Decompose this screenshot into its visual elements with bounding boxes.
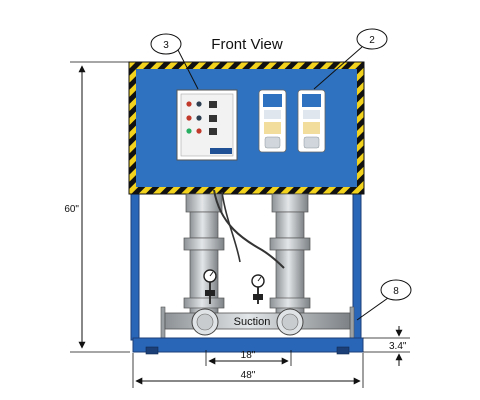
display-icon	[263, 94, 282, 107]
switch-icon	[209, 128, 217, 135]
callout-label-frame: 8	[393, 286, 399, 297]
dimension-base-height	[363, 326, 410, 366]
dimension-base-height-label: 3.4"	[389, 341, 407, 352]
dimension-height	[70, 61, 130, 353]
callout-leader-vfd	[313, 46, 363, 90]
power-cable	[213, 189, 285, 269]
indicator-light-icon	[186, 101, 192, 107]
dimension-pump-spacing-label: 18"	[241, 350, 256, 361]
nameplate	[210, 148, 232, 154]
dimension-width-label: 48"	[241, 370, 256, 381]
control-panel	[128, 61, 365, 195]
pressure-gauge-icon	[251, 274, 265, 304]
pump-left	[183, 193, 225, 321]
diagram-title: Front View	[211, 36, 283, 53]
callout-bubble-frame	[380, 279, 412, 301]
dimension-pump-spacing	[205, 350, 292, 366]
callout-leader-frame	[356, 297, 389, 321]
callout-label-controller: 3	[163, 40, 169, 51]
callout-bubble-controller	[150, 33, 182, 55]
switch-icon	[209, 101, 217, 108]
indicator-light-icon	[186, 128, 192, 134]
dimension-width	[132, 353, 364, 388]
mounting-foot	[145, 346, 159, 355]
indicator-light-icon	[186, 115, 192, 121]
flange-left	[191, 308, 219, 336]
indicator-light-icon	[196, 128, 202, 134]
indicator-light-icon	[196, 115, 202, 121]
suction-label: Suction	[234, 316, 271, 328]
dimension-height-label: 60"	[64, 204, 79, 215]
pump-right	[269, 193, 311, 321]
vfd-unit-left	[258, 89, 287, 153]
callout-label-vfd: 2	[369, 35, 375, 46]
display-icon	[302, 94, 321, 107]
callout-bubble-vfd	[356, 28, 388, 50]
callout-leader-controller	[177, 49, 199, 90]
controller-enclosure	[176, 89, 238, 161]
indicator-light-icon	[196, 101, 202, 107]
base-frame	[132, 337, 364, 353]
power-cable	[221, 191, 241, 263]
switch-icon	[209, 115, 217, 122]
frame-left-leg	[130, 189, 140, 341]
flange-right	[276, 308, 304, 336]
mounting-foot	[336, 346, 350, 355]
pressure-gauge-icon	[203, 269, 217, 304]
vfd-unit-right	[297, 89, 326, 153]
